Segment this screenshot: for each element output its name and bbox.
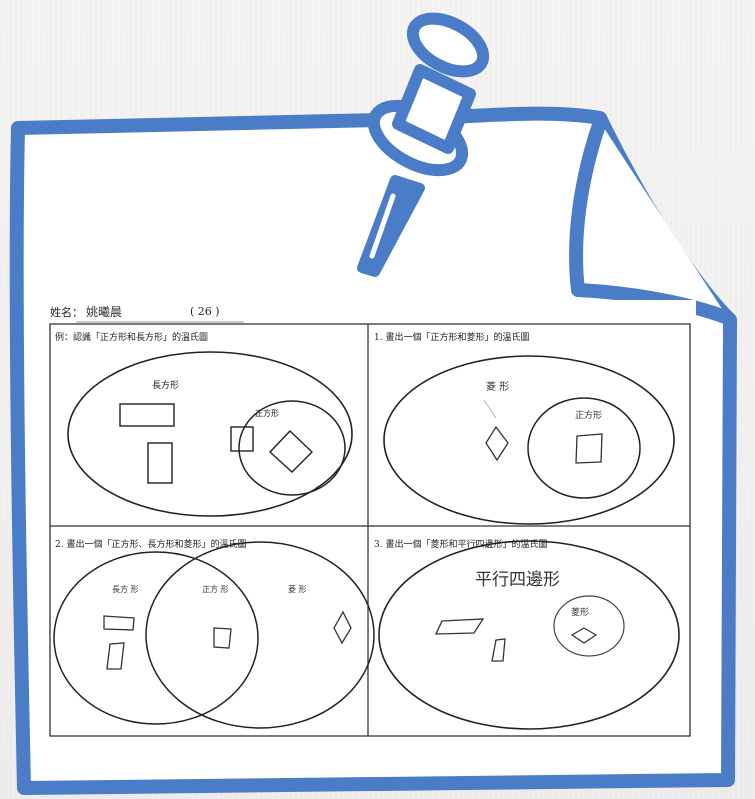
push-pin-icon [0, 0, 755, 799]
